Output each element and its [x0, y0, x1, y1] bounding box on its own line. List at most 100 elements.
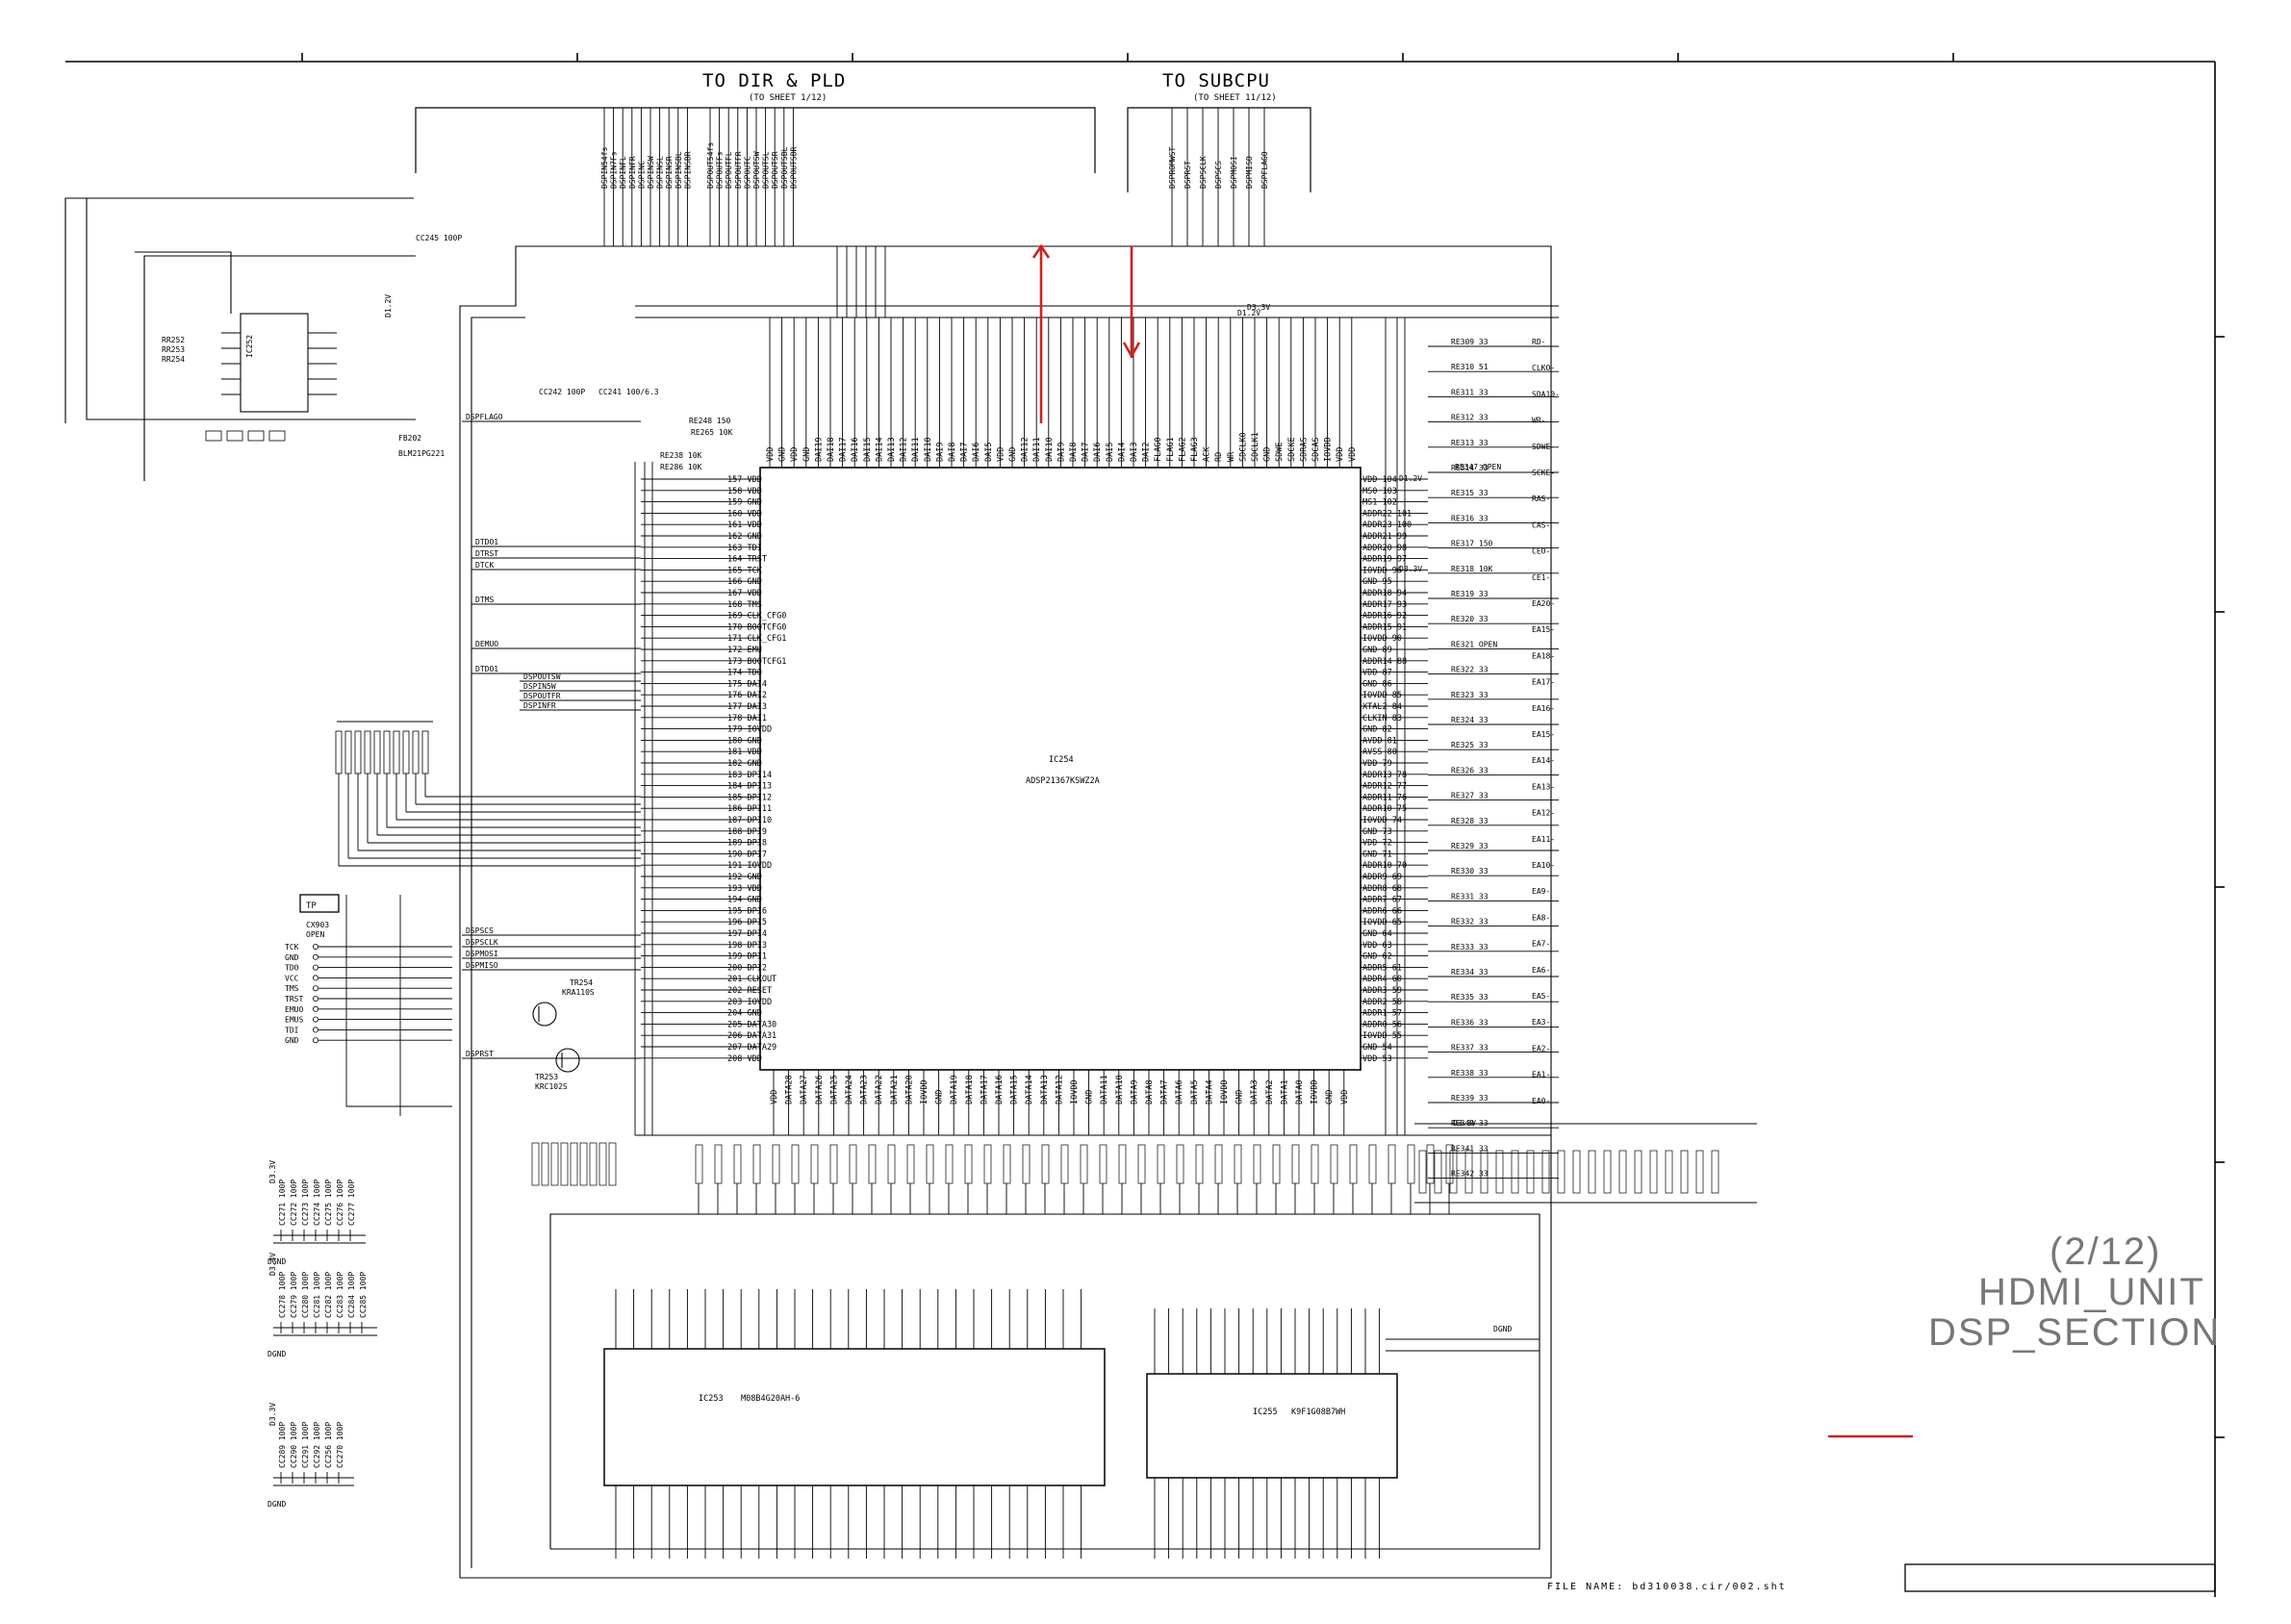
- ic254-bottom-pin: DATA23: [860, 1075, 870, 1104]
- resistor: [714, 1144, 723, 1184]
- resistor: [1195, 1144, 1204, 1184]
- ic254-top-pin: FLAG3: [1190, 437, 1200, 462]
- ic254-right-pin: ADDR15 91: [1362, 622, 1407, 632]
- left-signal: DTMS: [475, 596, 494, 604]
- capacitor: [570, 1142, 578, 1186]
- right-signal: EA11-: [1532, 835, 1555, 844]
- ic254-right-pin: MS0 103: [1362, 487, 1397, 496]
- top-bus-dir: DSPINSW: [647, 156, 655, 189]
- ic254-left-pin: 190 DPI7: [727, 850, 767, 859]
- ic254-top-pin: SDCLK1: [1251, 432, 1260, 462]
- resistor: [849, 1144, 857, 1184]
- tp-pin: TDO: [285, 964, 299, 973]
- right-resistor-ref: RE325 33: [1451, 741, 1489, 749]
- ic252-resistor: RR253: [162, 345, 185, 354]
- ic254-top-pin: GND: [1263, 447, 1273, 462]
- ic254-left-pin: 166 GND: [727, 577, 762, 587]
- cap-group-power: D3.3V: [268, 1160, 277, 1183]
- ic254-top-pin: WR: [1227, 451, 1236, 462]
- right-resistor-ref: RE311 33: [1451, 388, 1489, 396]
- tp-pad: [312, 1005, 318, 1012]
- ic254-bottom-pin: DATA25: [829, 1075, 839, 1104]
- ic254-right-pin: ADDR14 88: [1362, 657, 1407, 667]
- ic254-left-pin: 175 DAI4: [727, 679, 767, 689]
- power-d12-left: D1.2V: [384, 294, 393, 317]
- cap-ref: CC280 100P: [301, 1272, 310, 1318]
- tp-pad: [312, 996, 318, 1002]
- ic254-top-pin: DAI11: [911, 437, 921, 462]
- cap-ref: CC277 100P: [347, 1180, 356, 1226]
- resistor: [364, 730, 371, 774]
- ic254-left-pin: 158 VDD: [727, 487, 762, 496]
- right-resistor-ref: RE312 33: [1451, 414, 1489, 422]
- cap-ref: CC292 100P: [313, 1422, 321, 1468]
- ic254-left-pin: 206 DATA31: [727, 1031, 776, 1041]
- component-ref: RE286 10K: [660, 463, 702, 471]
- left-mid-signal: DSPOUTSW: [523, 672, 561, 681]
- dsp-signal: DSPSCS: [466, 926, 494, 935]
- resistor: [772, 1144, 780, 1184]
- capacitor: [205, 430, 222, 442]
- ic254-left-pin: 172 EMU: [727, 646, 762, 655]
- tp-pad: [312, 964, 318, 971]
- ic254-top-pin: DAI12: [900, 437, 909, 462]
- left-signal: DTRST: [475, 549, 498, 558]
- top-bus-dir: DSPINSR: [665, 156, 674, 189]
- ic254-right-pin: VDD 63: [1362, 941, 1392, 951]
- right-resistor-ref: RE313 33: [1451, 439, 1489, 447]
- ic254-left-pin: 183 DPI14: [727, 771, 772, 780]
- tp-pad: [312, 944, 318, 951]
- top-bus-dir: DSPINFR: [628, 156, 637, 189]
- dsp-control-signals: DSPSCSDSPSCLKDSPMOSIDSPMISODSPRSTDSPFLAG…: [466, 413, 503, 1058]
- capacitor: [1495, 1150, 1504, 1194]
- ic253-ref: IC253: [699, 1394, 724, 1404]
- ic254-left-pin: 189 DPI8: [727, 839, 767, 849]
- ic254-top-pin: DAI19: [814, 437, 824, 462]
- right-signal: CE1-: [1532, 573, 1550, 582]
- top-bus-out: DSPOUT54fs: [706, 142, 715, 189]
- dsp-signal: DSPRST: [466, 1050, 494, 1058]
- top-bus-out: DSPOUTC: [743, 156, 751, 189]
- ic254-ref: IC254: [1049, 755, 1074, 765]
- capacitor: [1480, 1150, 1489, 1194]
- left-mid-signal: DSPIN5W: [523, 682, 556, 691]
- top-bus-out: DSPOUTSBL: [780, 146, 789, 189]
- capacitor: [589, 1142, 598, 1186]
- top-bus-dir: DSPIN7Fs: [610, 151, 619, 189]
- top-bus-out: DSPOUTSBR: [789, 146, 798, 189]
- resistor: [887, 1144, 896, 1184]
- resistor: [868, 1144, 877, 1184]
- cap-ref: CC274 100P: [313, 1180, 321, 1226]
- right-signal: EA0-: [1532, 1097, 1550, 1105]
- ic254-right-pin: ADDR16 92: [1362, 612, 1407, 622]
- tp-pin: TDI: [285, 1026, 299, 1034]
- component-ref: CC241 100/6.3: [598, 388, 659, 396]
- title-unit: HDMI_UNIT: [1978, 1271, 2205, 1313]
- ic254-bottom-pin: DATA20: [904, 1075, 914, 1104]
- dsp-signal: DSPFLAGO: [466, 413, 503, 421]
- ic252-regulator: [64, 197, 416, 481]
- ic254-right-pin: IOVDD 96: [1362, 566, 1402, 575]
- ic254-bottom-pin: DATA8: [1145, 1079, 1155, 1104]
- cap-ref: CC276 100P: [336, 1180, 344, 1226]
- ic254-dsp: IC254 ADSP21367KSWZ2A: [759, 467, 1362, 1071]
- tp-label: TP: [306, 901, 317, 911]
- right-resistor-ref: RE316 33: [1451, 514, 1489, 522]
- component-ref: RE265 10K: [691, 428, 733, 437]
- ic254-right-pin: ADDR21 99: [1362, 532, 1407, 542]
- header-dir-pld-sub: (TO SHEET 1/12): [749, 93, 827, 103]
- ic254-top-pin: DAI8: [948, 443, 957, 462]
- ic254-bottom-pin: DATA1: [1280, 1079, 1289, 1104]
- cap-ref: CC279 100P: [290, 1272, 298, 1318]
- top-bus-out: DSPOUTFR: [734, 151, 743, 189]
- cap-group-ground: DGND: [267, 1350, 286, 1358]
- ic254-left-pin: 174 TDO: [727, 669, 762, 678]
- ic254-right-pin: IOVDD 85: [1362, 691, 1402, 700]
- ic254-left-pin: 208 VDD: [727, 1054, 762, 1064]
- ic254-bottom-pin: DATA15: [1010, 1075, 1020, 1104]
- capacitor: [1634, 1150, 1642, 1194]
